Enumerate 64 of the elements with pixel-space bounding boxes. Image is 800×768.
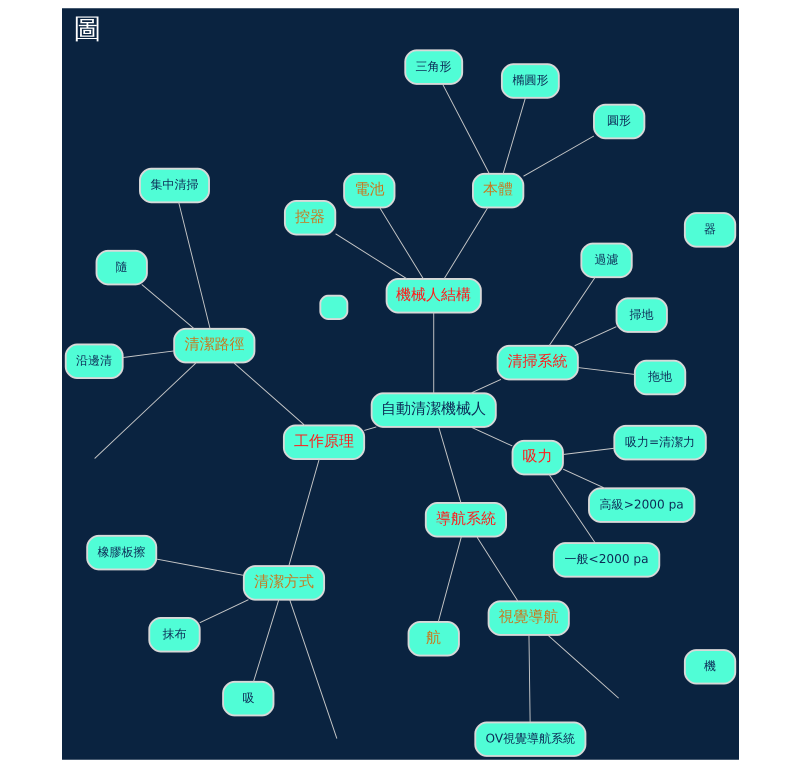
connector: [470, 378, 501, 394]
connector: [178, 202, 210, 330]
connector: [122, 350, 174, 358]
connector: [476, 536, 518, 602]
node-box: 器: [683, 212, 736, 248]
connector: [156, 558, 244, 576]
connector: [522, 136, 594, 177]
node-box: 過濾: [580, 242, 632, 278]
node-box: 自動清潔機械人: [370, 392, 496, 428]
connector: [438, 426, 461, 504]
node-box: 機械人結構: [385, 278, 482, 314]
connector: [577, 367, 635, 375]
connector: [470, 426, 512, 446]
diagram-title: 圖: [73, 12, 102, 46]
node-box: 導航系統: [424, 502, 506, 538]
node-box: 隨: [95, 250, 148, 286]
node-box: 橢圓形: [500, 63, 560, 99]
connector: [548, 474, 596, 544]
connector: [140, 284, 194, 330]
node-box: 工作原理: [282, 424, 365, 460]
connector: [363, 426, 376, 431]
node-box: 吸: [222, 680, 274, 716]
connector: [502, 98, 526, 174]
connector: [574, 326, 616, 346]
connector: [94, 362, 196, 459]
connector: [378, 207, 424, 280]
node-box: [318, 294, 348, 320]
connector: [442, 84, 490, 174]
connector: [334, 233, 407, 280]
node-box: 沿邊清: [64, 344, 124, 379]
node-box: 圓形: [592, 104, 645, 140]
connector: [562, 468, 605, 489]
node-box: 控器: [283, 200, 336, 236]
node-box: 三角形: [404, 49, 463, 85]
node-box: 吸力: [511, 440, 564, 476]
connector: [288, 599, 337, 740]
node-box: 集中清掃: [138, 168, 210, 204]
connector: [432, 312, 434, 394]
node-box: 視覺導航: [487, 600, 570, 636]
node-box: 一般<2000 pa: [552, 542, 660, 578]
connector: [443, 207, 488, 280]
node-box: 機: [683, 649, 736, 685]
node-box: 清潔路徑: [172, 328, 255, 364]
node-box: 高級>2000 pa: [588, 487, 695, 523]
node-box: 電池: [342, 172, 395, 208]
connector: [548, 276, 596, 346]
node-box: 掃地: [615, 297, 668, 333]
node-box: 航: [407, 621, 460, 656]
node-box: 本體: [472, 172, 524, 208]
node-box: 拖地: [633, 360, 686, 396]
connector: [252, 599, 279, 682]
node-box: 清掃系統: [496, 344, 578, 380]
connector: [288, 458, 320, 566]
connector: [232, 362, 305, 426]
node-box: 橡膠板擦: [86, 534, 157, 570]
node-box: 清潔方式: [242, 565, 325, 601]
connector: [528, 634, 530, 723]
node-box: OV視覺導航系統: [474, 721, 586, 757]
connector: [546, 634, 619, 699]
connector: [198, 599, 248, 624]
connector: [562, 448, 614, 455]
connector: [437, 536, 462, 622]
node-box: 吸力=清潔力: [612, 424, 706, 460]
node-box: 抹布: [148, 616, 200, 652]
